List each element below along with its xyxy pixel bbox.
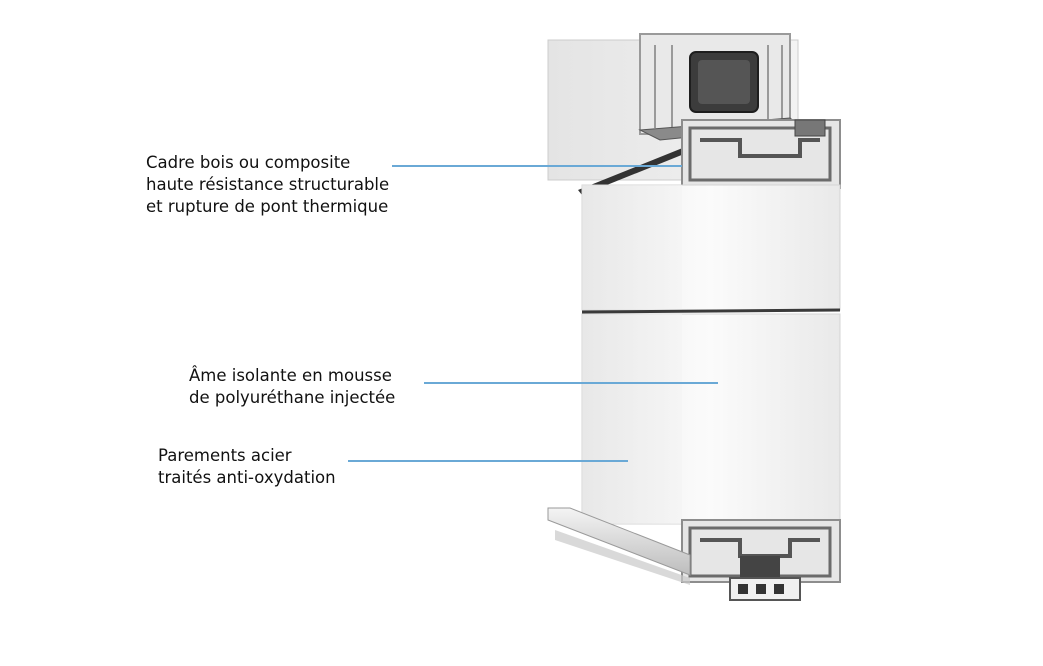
leader-lines bbox=[348, 165, 718, 462]
label-frame: Cadre bois ou composite haute résistance… bbox=[146, 152, 389, 218]
top-rail-profile bbox=[681, 119, 841, 189]
label-facing-line-2: traités anti-oxydation bbox=[158, 468, 336, 487]
label-frame-line-2: haute résistance structurable bbox=[146, 175, 390, 194]
threshold-sill bbox=[547, 507, 691, 585]
lower-panel-block bbox=[581, 313, 841, 525]
label-core-line-2: de polyuréthane injectée bbox=[189, 388, 396, 407]
panel-seam bbox=[581, 308, 841, 314]
label-core: Âme isolante en mousse de polyuréthane i… bbox=[189, 365, 395, 409]
bottom-rail-profile bbox=[681, 519, 841, 601]
label-core-line-1: Âme isolante en mousse bbox=[189, 366, 392, 385]
label-frame-line-1: Cadre bois ou composite bbox=[146, 153, 351, 172]
label-frame-line-3: et rupture de pont thermique bbox=[146, 197, 389, 216]
upper-panel-block bbox=[581, 184, 841, 311]
label-facing-line-1: Parements acier bbox=[158, 446, 292, 465]
label-facing: Parements acier traités anti-oxydation bbox=[158, 445, 336, 489]
